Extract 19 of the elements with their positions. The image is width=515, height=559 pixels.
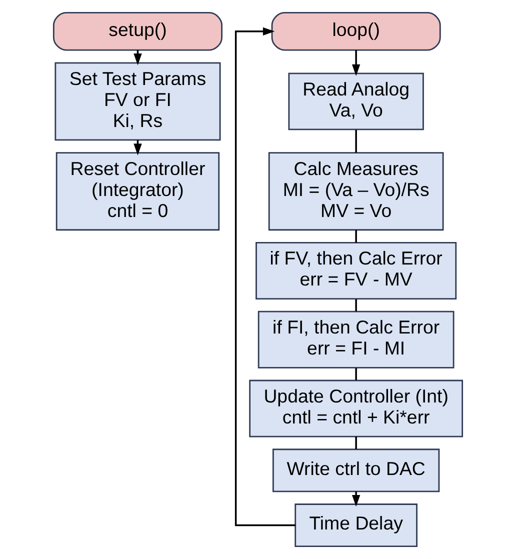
arrow: [351, 50, 360, 76]
connector: [354, 368, 356, 380]
node-box: if FV, then Calc Error err = FV - MV: [255, 242, 456, 300]
connector: [354, 230, 356, 243]
node-box: Write ctrl to DAC: [272, 448, 440, 492]
node-box: Calc Measures MI = (Va – Vo)/Rs MV = Vo: [268, 152, 444, 231]
node-box: if FI, then Calc Error err = FI - MI: [257, 310, 454, 368]
connector: [354, 299, 356, 312]
arrow: [234, 27, 295, 526]
node-box: Reset Controller (Integrator) cntl = 0: [55, 152, 220, 231]
node-box: setup(): [52, 12, 222, 51]
node-box: Read Analog Va, Vo: [288, 72, 424, 130]
node-box: loop(): [270, 12, 440, 51]
node-box: Update Controller (Int) cntl = cntl + Ki*err: [248, 380, 463, 438]
node-box: Set Test Params FV or FI Ki, Rs: [54, 62, 220, 141]
connector: [354, 130, 356, 153]
node-box: Time Delay: [294, 504, 417, 547]
arrow: [351, 491, 360, 507]
connector: [354, 436, 356, 450]
